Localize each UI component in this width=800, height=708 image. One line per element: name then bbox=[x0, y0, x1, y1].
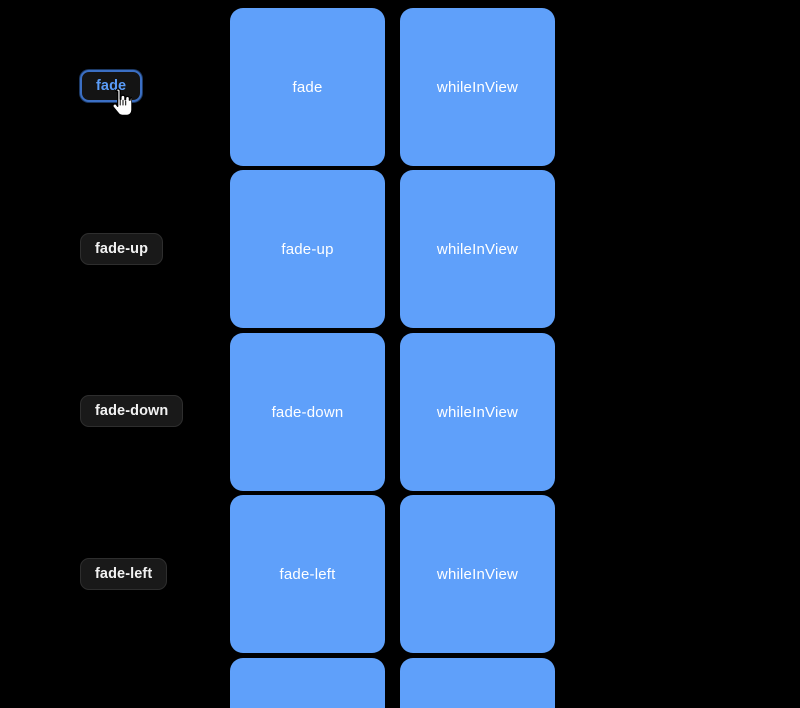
preview-card-animation[interactable]: fade-up bbox=[230, 170, 385, 328]
preview-card-whileinview[interactable]: whileInView bbox=[400, 495, 555, 653]
preset-button-label: fade bbox=[96, 78, 127, 94]
preview-card-whileinview[interactable]: whileInView bbox=[400, 8, 555, 166]
preset-button-label: fade-down bbox=[95, 403, 169, 419]
preset-button-fade[interactable]: fade bbox=[80, 70, 143, 102]
preview-card-whileinview[interactable] bbox=[400, 658, 555, 708]
preview-card-animation[interactable] bbox=[230, 658, 385, 708]
preview-card-whileinview[interactable]: whileInView bbox=[400, 170, 555, 328]
preview-card-whileinview[interactable]: whileInView bbox=[400, 333, 555, 491]
preview-card-animation[interactable]: fade-left bbox=[230, 495, 385, 653]
animation-preset-list: fade fade-up fade-down fade-left bbox=[80, 0, 220, 708]
preset-button-label: fade-left bbox=[95, 566, 153, 582]
preset-button-fade-down[interactable]: fade-down bbox=[80, 395, 184, 427]
preset-button-fade-up[interactable]: fade-up bbox=[80, 233, 164, 265]
preview-card-animation[interactable]: fade-down bbox=[230, 333, 385, 491]
preview-card-animation[interactable]: fade bbox=[230, 8, 385, 166]
preset-button-label: fade-up bbox=[95, 241, 149, 257]
preset-button-fade-left[interactable]: fade-left bbox=[80, 558, 168, 590]
